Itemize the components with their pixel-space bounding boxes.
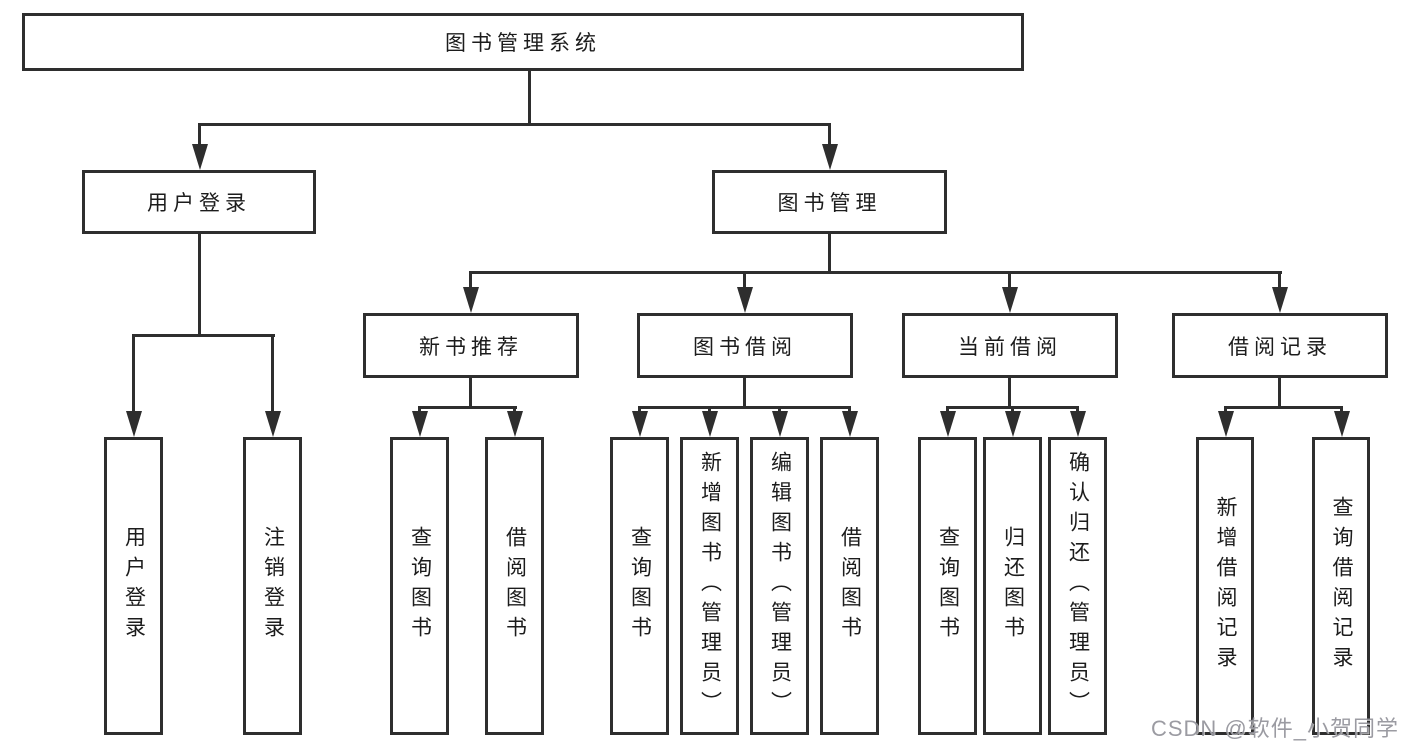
node-borrowing-records: 借阅记录 (1172, 313, 1388, 378)
node-user-login-leaf: 用户登录 (104, 437, 163, 735)
arrowhead-down-icon (1070, 411, 1086, 437)
connector-line (469, 271, 1282, 274)
connector-line (198, 123, 201, 147)
connector-line (1278, 377, 1281, 409)
node-new-book-recommendation: 新书推荐 (363, 313, 579, 378)
node-current-borrowing: 当前借阅 (902, 313, 1118, 378)
node-logout: 注销登录 (243, 437, 302, 735)
node-br-query-borrow-record: 查询借阅记录 (1312, 437, 1370, 735)
arrowhead-down-icon (1272, 287, 1288, 313)
node-book-borrowing: 图书借阅 (637, 313, 853, 378)
connector-line (1076, 406, 1079, 415)
node-nbr-borrow-books: 借阅图书 (485, 437, 544, 735)
connector-line (743, 271, 746, 291)
node-bb-borrow-books: 借阅图书 (820, 437, 879, 735)
arrowhead-down-icon (1002, 287, 1018, 313)
connector-line (828, 123, 831, 147)
connector-line (1278, 271, 1281, 291)
connector-line (946, 406, 949, 415)
arrowhead-down-icon (1334, 411, 1350, 437)
node-cb-return-books: 归还图书 (983, 437, 1042, 735)
connector-line (198, 123, 831, 126)
connector-line (469, 377, 472, 409)
arrowhead-down-icon (463, 287, 479, 313)
connector-line (1008, 377, 1011, 409)
connector-line (1011, 406, 1014, 415)
node-library-management-system: 图书管理系统 (22, 13, 1024, 71)
arrowhead-down-icon (412, 411, 428, 437)
node-nbr-query-books: 查询图书 (390, 437, 449, 735)
connector-line (132, 334, 275, 337)
node-book-management: 图书管理 (712, 170, 947, 234)
connector-line (469, 271, 472, 291)
arrowhead-down-icon (265, 411, 281, 437)
connector-line (271, 334, 274, 413)
arrowhead-down-icon (192, 144, 208, 170)
connector-line (1224, 406, 1227, 415)
node-br-add-borrow-record: 新增借阅记录 (1196, 437, 1254, 735)
arrowhead-down-icon (632, 411, 648, 437)
arrowhead-down-icon (772, 411, 788, 437)
connector-line (418, 406, 517, 409)
connector-line (848, 406, 851, 415)
connector-line (743, 377, 746, 409)
connector-line (778, 406, 781, 415)
connector-line (132, 334, 135, 413)
connector-line (513, 406, 516, 415)
arrowhead-down-icon (1218, 411, 1234, 437)
arrowhead-down-icon (940, 411, 956, 437)
connector-line (528, 70, 531, 125)
arrowhead-down-icon (126, 411, 142, 437)
watermark: CSDN @软件_小贺同学 (1150, 716, 1399, 741)
node-bb-add-books-admin: 新增图书（管理员） (680, 437, 739, 735)
connector-line (198, 233, 201, 336)
node-bb-query-books: 查询图书 (610, 437, 669, 735)
arrowhead-down-icon (702, 411, 718, 437)
arrowhead-down-icon (1005, 411, 1021, 437)
connector-line (828, 233, 831, 273)
arrowhead-down-icon (737, 287, 753, 313)
node-cb-query-books: 查询图书 (918, 437, 977, 735)
arrowhead-down-icon (842, 411, 858, 437)
connector-line (1340, 406, 1343, 415)
connector-line (1008, 271, 1011, 291)
connector-line (1224, 406, 1343, 409)
arrowhead-down-icon (822, 144, 838, 170)
node-bb-edit-books-admin: 编辑图书（管理员） (750, 437, 809, 735)
node-cb-confirm-return-admin: 确认归还（管理员） (1048, 437, 1107, 735)
node-user-login: 用户登录 (82, 170, 316, 234)
connector-line (638, 406, 641, 415)
connector-line (638, 406, 851, 409)
arrowhead-down-icon (507, 411, 523, 437)
connector-line (418, 406, 421, 415)
connector-line (708, 406, 711, 415)
